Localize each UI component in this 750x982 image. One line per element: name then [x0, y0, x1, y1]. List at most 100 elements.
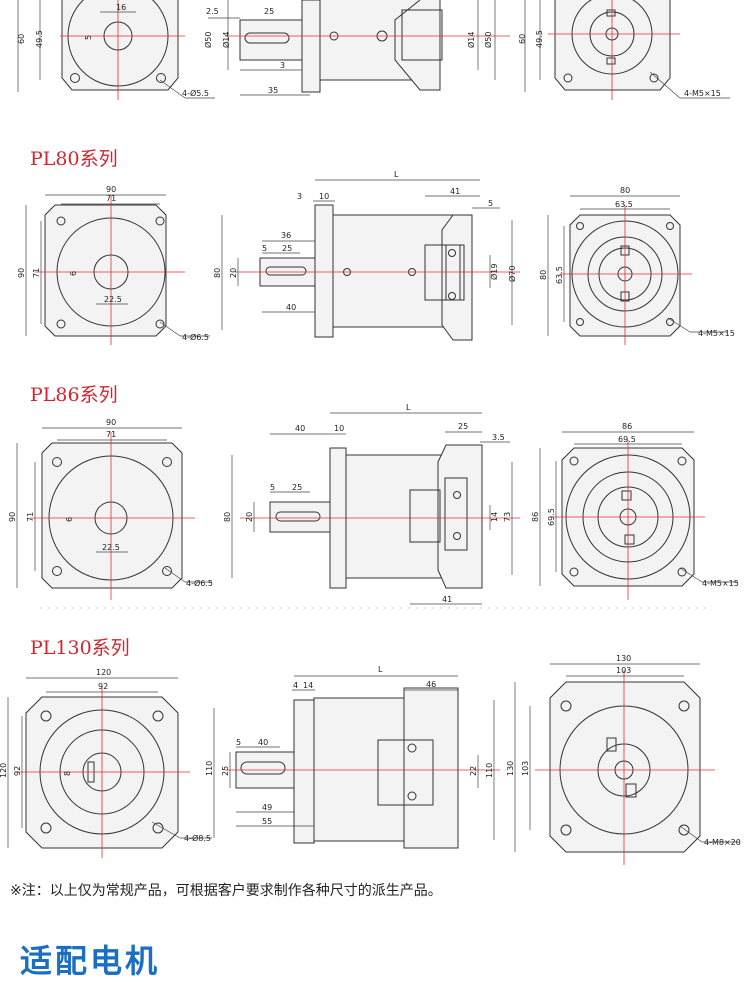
pl130-side-46: 46	[426, 680, 436, 689]
pl86-side-3-5: 3.5	[492, 433, 505, 442]
pl80-side-d70: Ø70	[507, 266, 517, 282]
pl130-side-55: 55	[262, 817, 272, 826]
pl86-front-h2: 71	[26, 512, 35, 522]
pl80-rear-view	[547, 195, 728, 345]
pl86-side-80: 80	[223, 512, 232, 522]
top-dim-d14: Ø14	[221, 32, 231, 48]
pl130-side-25: 25	[221, 766, 230, 776]
pl80-rear-h: 80	[539, 270, 548, 280]
drawing-canvas: 16 60 49.5 5 4-Ø5.5 2.5 25 Ø50 Ø14 3 35 …	[7, 0, 740, 865]
pl86-side-l: L	[406, 403, 411, 412]
top-dim-16: 16	[116, 3, 126, 12]
pl86-rear-h2: 69.5	[547, 508, 556, 526]
pl80-dimension-labels: 90 71 90 71 6 22.5 4-Ø6.5 L 3 10 41 5 36…	[0, 170, 741, 847]
top-dim-60b: 60	[518, 34, 527, 44]
pl130-front-view	[7, 677, 212, 858]
pl130-side-110: 110	[205, 761, 214, 776]
pl80-side-l: L	[394, 170, 399, 179]
pl80-side-20: 20	[229, 268, 238, 278]
pl80-side-10: 10	[319, 192, 329, 201]
pl86-rear-h: 86	[531, 512, 540, 522]
top-dim-d50b: Ø50	[483, 32, 493, 48]
top-dim-25: 25	[264, 7, 274, 16]
pl130-side-22: 22	[469, 766, 478, 776]
top-side-view	[208, 0, 510, 96]
pl86-side-14: 14	[490, 512, 499, 522]
pl80-side-40: 40	[286, 303, 296, 312]
pl130-front-holes: 4-Ø8.5	[184, 833, 211, 843]
pl80-rear-h2: 63.5	[555, 266, 564, 284]
pl86-side-73: 73	[503, 512, 512, 522]
pl130-front-h: 120	[0, 763, 8, 778]
pl86-rear-view	[539, 431, 738, 600]
pl130-side-5: 5	[236, 738, 241, 747]
pl80-side-36: 36	[281, 231, 291, 240]
pl86-rear-w2: 69.5	[618, 435, 636, 444]
pl80-title: PL80系列	[30, 148, 118, 170]
pl80-side-25: 25	[282, 244, 292, 253]
pl86-front-h: 90	[8, 512, 17, 522]
pl80-side-41: 41	[450, 187, 460, 196]
pl130-front-w: 120	[96, 668, 111, 677]
pl86-side-25b: 25	[292, 483, 302, 492]
top-holes-left: 4-Ø5.5	[182, 88, 209, 98]
pl80-front-holes: 4-Ø6.5	[182, 332, 209, 342]
pl80-rear-holes: 4-M5×15	[698, 329, 735, 338]
pl86-side-5: 5	[270, 483, 275, 492]
top-dim-d14b: Ø14	[466, 32, 476, 48]
pl80-front-key: 6	[69, 271, 78, 276]
pl80-front-w2: 71	[106, 194, 116, 203]
pl86-front-view	[16, 427, 212, 600]
pl80-front-w: 90	[106, 185, 116, 194]
pl130-front-w2: 92	[98, 682, 108, 691]
pl86-side-view	[231, 412, 520, 605]
pl130-side-14: 14	[303, 681, 313, 690]
pl80-front-keydim: 22.5	[104, 295, 122, 304]
pl130-rear-view	[514, 663, 740, 865]
pl86-front-key: 6	[65, 517, 74, 522]
pl80-side-5b: 5	[262, 244, 267, 253]
pl80-rear-w: 80	[620, 186, 630, 195]
pl86-rear-holes: 4-M5×15	[702, 579, 739, 588]
top-holes-right: 4-M5×15	[684, 89, 721, 98]
top-dim-d50: Ø50	[203, 32, 213, 48]
pl86-side-20: 20	[245, 512, 254, 522]
pl80-side-d19: Ø19	[489, 264, 499, 280]
pl130-rear-w2: 103	[616, 666, 631, 675]
pl80-side-view	[221, 179, 520, 341]
top-rear-view	[524, 0, 730, 100]
pl130-side-l: L	[378, 665, 383, 674]
top-dim-35: 35	[268, 86, 278, 95]
pl80-side-5: 5	[488, 199, 493, 208]
pl130-front-h2: 92	[13, 766, 22, 776]
pl86-front-keydim: 22.5	[102, 543, 120, 552]
pl86-rear-w: 86	[622, 422, 632, 431]
pl86-front-holes: 4-Ø6.5	[186, 578, 213, 588]
pl86-side-40: 40	[295, 424, 305, 433]
pl130-rear-h: 130	[506, 761, 515, 776]
pl130-side-view	[213, 675, 500, 849]
top-dim-60: 60	[17, 34, 26, 44]
pl86-side-10: 10	[334, 424, 344, 433]
top-dim-49-5: 49.5	[35, 30, 44, 48]
pl130-side-110b: 110	[485, 763, 494, 778]
pl130-rear-w: 130	[616, 654, 631, 663]
pl80-front-h2: 71	[32, 268, 41, 278]
pl80-side-80: 80	[213, 268, 222, 278]
top-dim-49-5b: 49.5	[535, 30, 544, 48]
top-dim-5: 5	[84, 35, 93, 40]
pl80-front-view	[25, 194, 210, 345]
pl130-rear-holes: 4-M8×20	[704, 838, 741, 847]
pl130-front-key: 8	[63, 771, 72, 776]
pl86-front-w2: 71	[106, 430, 116, 439]
pl80-rear-w2: 63.5	[615, 200, 633, 209]
pl130-rear-h2: 103	[521, 761, 530, 776]
pl86-title: PL86系列	[30, 384, 118, 406]
adapter-motor-heading: 适配电机	[20, 942, 161, 980]
pl130-title: PL130系列	[30, 637, 130, 659]
top-dim-2-5: 2.5	[206, 7, 219, 16]
pl130-side-40: 40	[258, 738, 268, 747]
pl86-side-41: 41	[442, 595, 452, 604]
pl130-side-49: 49	[262, 803, 272, 812]
top-dim-3: 3	[280, 61, 285, 70]
